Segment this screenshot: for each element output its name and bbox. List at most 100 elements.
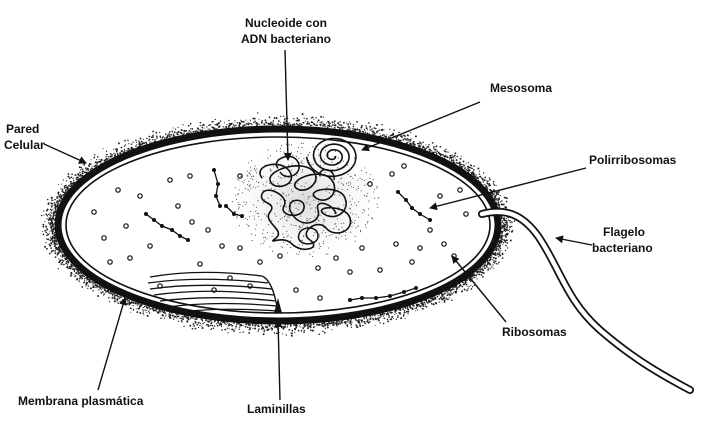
capsule-dot xyxy=(52,209,54,211)
capsule-dot xyxy=(294,124,296,126)
capsule-dot xyxy=(138,140,140,142)
capsule-dot xyxy=(45,225,48,228)
capsule-dot xyxy=(113,152,115,155)
capsule-dot xyxy=(208,128,210,130)
capsule-dot xyxy=(66,259,69,262)
nucleoid-dot xyxy=(271,220,273,222)
capsule-dot xyxy=(85,283,87,286)
capsule-dot xyxy=(303,323,305,326)
nucleoid-dot xyxy=(239,203,241,206)
capsule-dot xyxy=(424,303,427,305)
capsule-dot xyxy=(268,324,271,327)
capsule-dot xyxy=(80,175,82,177)
nucleoid-dot xyxy=(357,188,359,190)
nucleoid-dot xyxy=(250,169,252,172)
lamellae-tip xyxy=(274,298,282,313)
capsule-dot xyxy=(287,123,290,126)
capsule-dot xyxy=(189,324,192,327)
capsule-dot xyxy=(307,327,309,330)
capsule-dot xyxy=(49,224,51,226)
nucleoid-dot xyxy=(247,218,249,221)
capsule-dot xyxy=(424,301,426,304)
capsule-dot xyxy=(372,315,374,317)
capsule-dot xyxy=(44,221,46,223)
capsule-dot xyxy=(500,238,502,240)
nucleoid-dot xyxy=(238,206,240,208)
capsule-dot xyxy=(75,271,78,274)
ribosome xyxy=(293,287,299,293)
capsule-dot xyxy=(447,292,449,294)
capsule-dot xyxy=(291,329,294,331)
capsule-dot xyxy=(317,119,320,122)
capsule-dot xyxy=(163,310,166,313)
nucleoid-dot xyxy=(335,236,337,238)
capsule-dot xyxy=(53,231,56,234)
capsule-dot xyxy=(316,124,318,127)
capsule-dot xyxy=(46,234,48,237)
capsule-dot xyxy=(500,203,503,206)
capsule-dot xyxy=(340,320,343,323)
capsule-dot xyxy=(52,223,54,226)
capsule-dot xyxy=(506,247,509,249)
capsule-dot xyxy=(142,311,144,313)
capsule-dot xyxy=(265,326,268,329)
capsule-dot xyxy=(235,325,237,328)
nucleoid-dot xyxy=(292,212,294,214)
capsule-dot xyxy=(52,228,55,231)
ribosome xyxy=(389,171,395,177)
nucleoid-dot xyxy=(290,205,292,207)
capsule-dot xyxy=(140,140,143,143)
capsule-dot xyxy=(348,322,350,324)
nucleoid-dot xyxy=(328,247,330,249)
capsule-dot xyxy=(381,123,383,126)
capsule-dot xyxy=(102,291,104,293)
capsule-dot xyxy=(392,133,395,136)
nucleoid-dot xyxy=(313,199,315,201)
capsule-dot xyxy=(54,250,56,252)
ribosome xyxy=(315,265,321,271)
capsule-dot xyxy=(54,252,56,255)
capsule-dot xyxy=(54,244,57,247)
capsule-dot xyxy=(148,307,150,309)
capsule-dot xyxy=(369,129,372,131)
nucleoid-dot xyxy=(347,182,349,184)
capsule-dot xyxy=(228,124,230,127)
capsule-dot xyxy=(103,289,106,291)
nucleoid-dot xyxy=(301,244,303,246)
capsule-dot xyxy=(165,133,167,135)
nucleoid-dot xyxy=(312,235,315,237)
capsule-dot xyxy=(233,125,236,127)
nucleoid-dot xyxy=(284,177,286,179)
capsule-dot xyxy=(347,124,349,126)
capsule-dot xyxy=(443,150,446,152)
capsule-dot xyxy=(58,250,61,253)
capsule-dot xyxy=(377,317,380,320)
capsule-dot xyxy=(222,126,224,128)
capsule-dot xyxy=(460,155,462,157)
capsule-dot xyxy=(48,233,50,235)
capsule-dot xyxy=(239,125,241,128)
capsule-dot xyxy=(309,326,312,328)
capsule-dot xyxy=(106,158,108,160)
capsule-dot xyxy=(57,249,60,251)
nucleoid-dot xyxy=(343,204,345,206)
capsule-dot xyxy=(394,313,396,316)
label-nucleoid-line1: Nucleoide con xyxy=(245,16,327,30)
capsule-dot xyxy=(162,314,165,317)
capsule-dot xyxy=(453,160,455,162)
capsule-dot xyxy=(238,322,240,325)
nucleoid-dot xyxy=(280,245,282,248)
capsule-dot xyxy=(151,307,154,310)
nucleoid-dot xyxy=(275,150,278,152)
capsule-dot xyxy=(69,274,72,277)
capsule-dot xyxy=(495,252,497,254)
capsule-dot xyxy=(501,252,504,255)
capsule-dot xyxy=(454,162,456,164)
capsule-dot xyxy=(366,319,369,321)
capsule-dot xyxy=(197,326,200,329)
nucleoid-dot xyxy=(254,169,256,171)
capsule-dot xyxy=(170,133,173,136)
capsule-dot xyxy=(138,144,141,147)
capsule-dot xyxy=(148,135,150,138)
ribosome xyxy=(127,255,133,261)
